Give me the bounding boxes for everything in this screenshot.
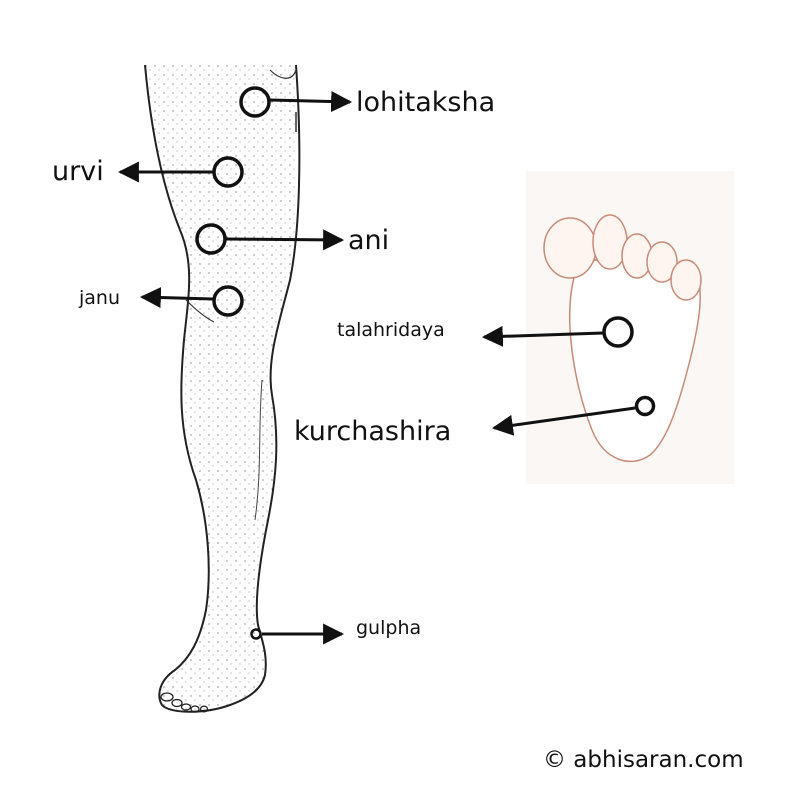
marker-ani [195, 223, 227, 255]
sole-illustration [526, 171, 734, 484]
arrow-janu [139, 287, 214, 309]
marker-talahridaya [602, 316, 634, 348]
marker-urvi [212, 156, 244, 188]
arrow-lohitaksha [269, 91, 353, 113]
arrow-kurchashira [491, 406, 636, 436]
marker-kurchashira [634, 395, 656, 417]
leg-outline [144, 64, 301, 713]
arrow-talahridaya [481, 325, 604, 347]
label-urvi: urvi [52, 156, 104, 187]
leg-illustration [144, 64, 301, 713]
copyright-notice: © abhisaran.com [543, 747, 744, 773]
label-janu: janu [79, 287, 121, 309]
marker-gulpha [250, 628, 262, 640]
label-ani: ani [348, 225, 390, 256]
thigh-line [269, 69, 297, 79]
label-gulpha: gulpha [356, 617, 422, 639]
marma-points [117, 86, 656, 645]
marker-janu [212, 285, 244, 317]
toes [160, 692, 209, 713]
sole-toes [543, 214, 702, 301]
arrow-ani [225, 229, 345, 251]
label-talahridaya: talahridaya [337, 319, 445, 341]
shin-line [254, 379, 263, 521]
marker-lohitaksha [239, 86, 271, 118]
knee-crease [185, 299, 215, 323]
label-kurchashira: kurchashira [294, 416, 452, 447]
label-lohitaksha: lohitaksha [356, 87, 496, 118]
